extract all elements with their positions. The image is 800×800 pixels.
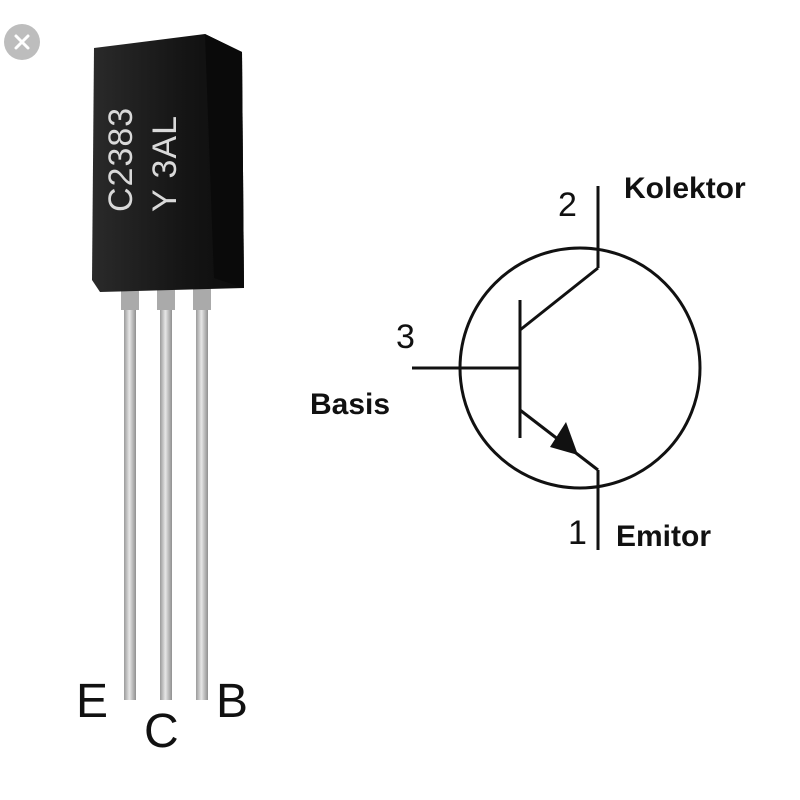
close-button[interactable] <box>4 24 40 60</box>
lead-base <box>196 280 208 700</box>
close-icon <box>14 34 30 50</box>
collector-pin-number: 2 <box>558 186 577 224</box>
package-body <box>92 34 244 292</box>
lead-emitter <box>124 280 136 700</box>
base-pin-number: 3 <box>396 318 415 356</box>
collector-diagonal <box>519 266 599 332</box>
lead-collector <box>160 280 172 700</box>
pin-label-e: E <box>76 675 109 728</box>
emitter-pin-number: 1 <box>568 514 587 552</box>
emitter-arrow <box>550 422 578 455</box>
collector-label: Kolektor <box>624 172 746 205</box>
pin-label-c: C <box>144 705 179 758</box>
pin-label-b: B <box>216 675 249 728</box>
base-label: Basis <box>310 388 391 421</box>
emitter-label: Emitor <box>616 520 712 553</box>
